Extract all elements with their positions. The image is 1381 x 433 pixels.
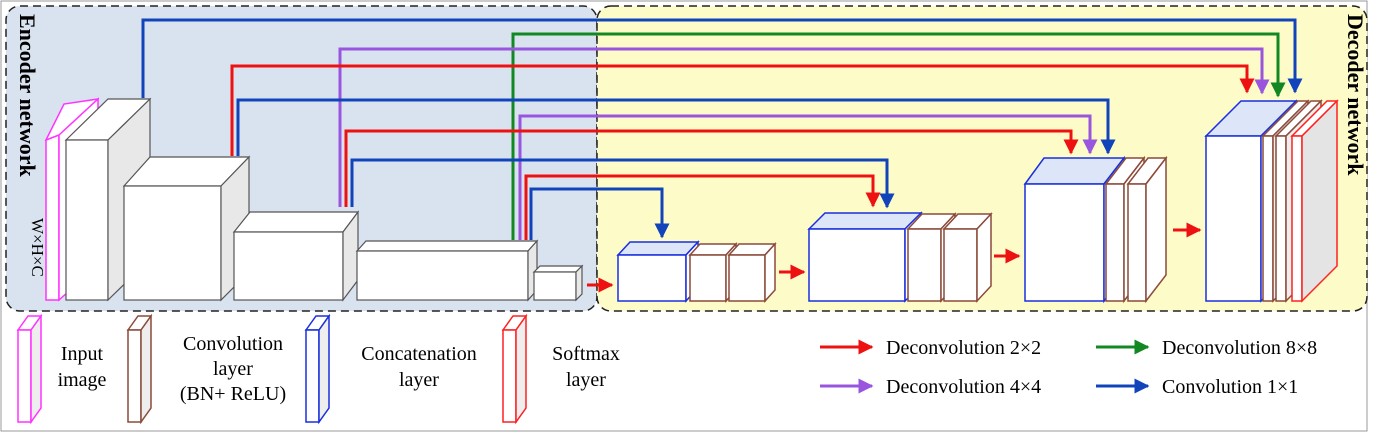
legend-conv-line1: Convolution [183, 333, 283, 355]
legend-conv: Convolution layer (BN+ ReLU) [126, 313, 286, 425]
legend-deconv4x4-label: Deconvolution 4×4 [886, 376, 1041, 398]
legend-conv1x1-label: Convolution 1×1 [1162, 376, 1298, 398]
legend-input-line2: image [58, 369, 107, 391]
encoder-label: Encoder network [15, 14, 40, 178]
legend-input-line1: Input [61, 343, 104, 365]
deconv2x2-skip-arrow [344, 129, 1079, 207]
deconv8x8-skip-arrow [511, 32, 1286, 240]
legend-conv-line2: layer [213, 358, 253, 380]
legend-input: Input image [16, 313, 107, 425]
conv-block [1127, 183, 1147, 302]
conv1x1-skip-arrow [529, 187, 670, 240]
forward-arrows [587, 222, 1202, 293]
conv-block [907, 228, 942, 302]
deconv2x2-skip-arrow [524, 174, 881, 240]
deconv2x2-skip-arrow [230, 64, 1255, 156]
skip-connections [141, 18, 1303, 240]
decoder-label: Decoder network [1343, 14, 1368, 176]
input-dim-label: W×H×C [28, 218, 47, 277]
decoder-stage-3 [1023, 155, 1168, 304]
encoder-block-3 [232, 211, 360, 233]
legend-concat-line1: Concatenation [361, 343, 477, 365]
legend-deconv8x8-label: Deconvolution 8×8 [1162, 337, 1317, 359]
legend-concat-line2: layer [399, 369, 439, 391]
softmax-block [1291, 135, 1303, 302]
decoder-stage-2 [807, 211, 993, 303]
concat-block [1205, 135, 1262, 302]
encoder-block-5 [532, 265, 584, 273]
decoder-stage-1 [616, 240, 777, 303]
concat-block [617, 254, 687, 302]
legend-softmax-line1: Softmax [552, 343, 620, 365]
conv-block [1275, 135, 1287, 302]
arrow-legend: Deconvolution 2×2 Deconvolution 8×8 Deco… [820, 337, 1317, 398]
concat-block [1024, 183, 1105, 302]
conv-block [728, 254, 766, 302]
conv1x1-skip-arrow [236, 98, 1116, 156]
conv1x1-skip-arrow [141, 18, 1303, 98]
concat-block [808, 228, 906, 302]
conv-block [689, 254, 727, 302]
deconv4x4-skip-arrow [518, 114, 1098, 240]
legend-deconv2x2-label: Deconvolution 2×2 [886, 337, 1041, 359]
encoder-block-4 [355, 240, 539, 252]
deconv4x4-skip-arrow [338, 47, 1270, 207]
encoder-blocks [44, 97, 584, 302]
decoder-stage-4 [1204, 99, 1339, 303]
conv-block [1105, 183, 1125, 302]
conv1x1-skip-arrow [350, 158, 895, 209]
legend-concat: Concatenation layer [304, 313, 477, 425]
legend-softmax: Softmax layer [501, 313, 620, 425]
conv-block [943, 228, 978, 302]
legend-conv-line3: (BN+ ReLU) [180, 383, 286, 405]
conv-block [1262, 135, 1274, 302]
legend-softmax-line2: layer [566, 369, 606, 391]
block-legend: Input image Convolution layer (BN+ ReLU)… [16, 313, 620, 425]
